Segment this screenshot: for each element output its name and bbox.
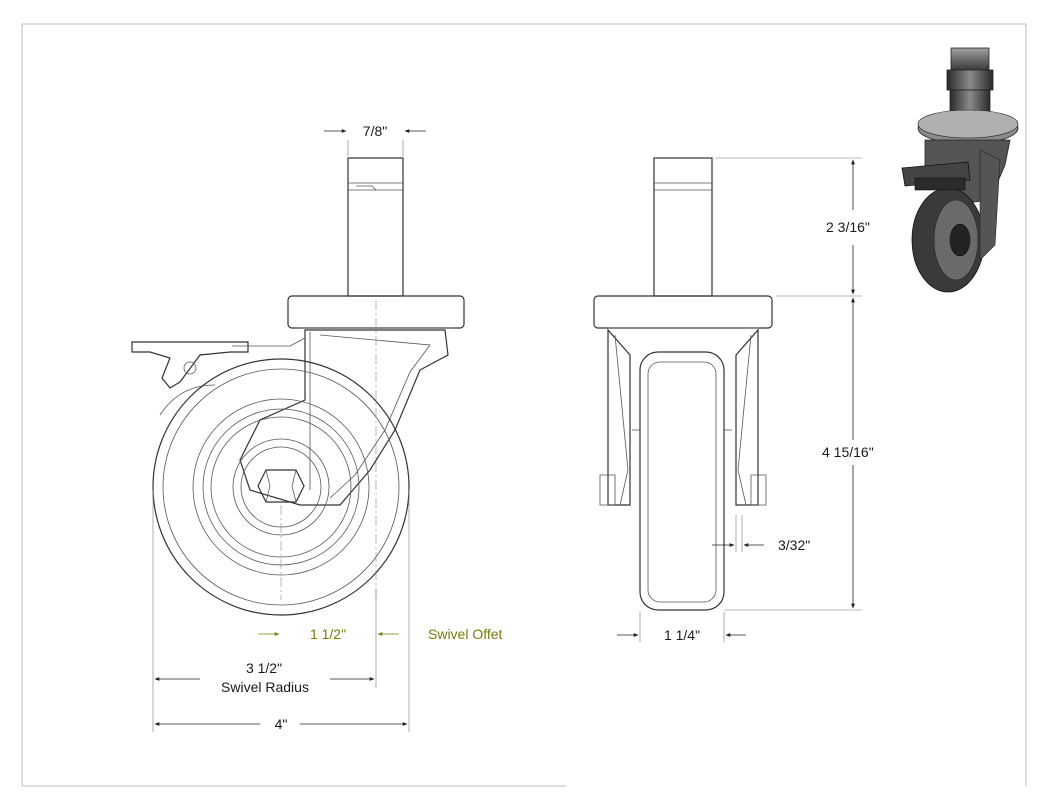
dim-swivel-radius: 3 1/2" Swivel Radius (152, 490, 377, 732)
label-stem-height: 2 3/16" (826, 219, 870, 235)
sheet-border (21, 23, 1027, 787)
label-swivel-offset-caption: Swivel Offet (428, 626, 503, 642)
dim-wheel-width: 1 1/4" (617, 612, 746, 643)
front-view (593, 157, 773, 611)
dim-diameter: 4" (154, 490, 410, 732)
label-swivel-radius: 3 1/2" (246, 660, 282, 676)
dim-stem-height: 2 3/16" (716, 157, 870, 297)
dim-body-height: 4 15/16" (724, 297, 874, 611)
dim-swivel-offset: 1 1/2" Swivel Offet (258, 626, 503, 642)
caster-3d-render-icon (901, 47, 1019, 293)
side-view (131, 157, 465, 616)
label-swivel-offset: 1 1/2" (310, 626, 346, 642)
label-swivel-radius-caption: Swivel Radius (221, 679, 309, 695)
dim-stem-width: 7/8" (324, 123, 426, 156)
label-wheel-width: 1 1/4" (664, 627, 700, 643)
label-diameter: 4" (275, 716, 288, 732)
label-body-height: 4 15/16" (822, 444, 874, 460)
dim-gap: 3/32" (712, 515, 810, 553)
label-gap: 3/32" (778, 537, 810, 553)
label-stem-width: 7/8" (363, 123, 387, 139)
